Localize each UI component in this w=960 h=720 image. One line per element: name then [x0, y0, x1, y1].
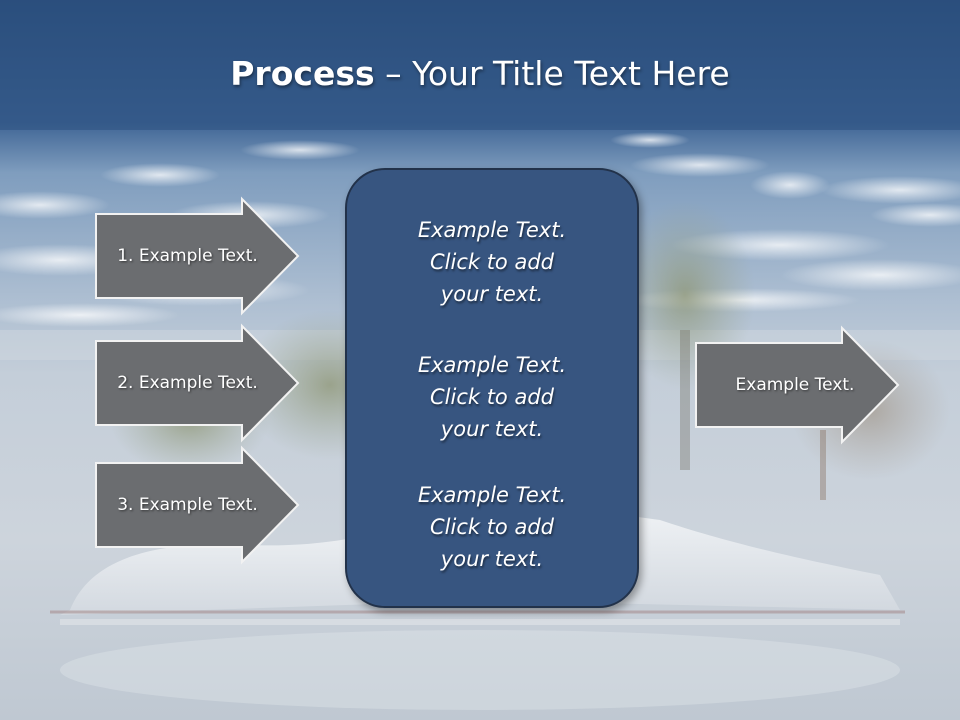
paragraph-line: Example Text. [417, 353, 567, 377]
process-arrow-2[interactable]: 2. Example Text. [95, 323, 300, 443]
arrow-label: 3. Example Text. [117, 495, 258, 515]
title-strong: Process [230, 54, 375, 93]
paragraph-line: Click to add [429, 250, 554, 274]
process-arrow-1[interactable]: 1. Example Text. [95, 196, 300, 316]
arrow-shape-icon [95, 196, 300, 316]
center-text-box[interactable]: Example Text. Click to add your text. Ex… [345, 168, 639, 608]
arrow-label: 2. Example Text. [117, 373, 258, 393]
center-paragraph-3: Example Text. Click to add your text. [347, 479, 637, 575]
arrow-shape-icon [95, 445, 300, 565]
paragraph-line: your text. [440, 417, 544, 441]
paragraph-line: your text. [440, 282, 544, 306]
center-paragraph-1: Example Text. Click to add your text. [347, 214, 637, 310]
paragraph-line: Example Text. [417, 218, 567, 242]
paragraph-line: Example Text. [417, 483, 567, 507]
arrow-label: Example Text. [735, 375, 855, 395]
arrow-shape-icon [695, 325, 900, 445]
center-paragraph-2: Example Text. Click to add your text. [347, 349, 637, 445]
paragraph-line: Click to add [429, 515, 554, 539]
paragraph-line: your text. [440, 547, 544, 571]
process-arrow-3[interactable]: 3. Example Text. [95, 445, 300, 565]
arrow-shape-icon [95, 323, 300, 443]
arrow-label: 1. Example Text. [117, 246, 258, 266]
paragraph-line: Click to add [429, 385, 554, 409]
output-arrow[interactable]: Example Text. [695, 325, 900, 445]
title-rest: – Your Title Text Here [374, 54, 730, 93]
slide-title[interactable]: Process – Your Title Text Here [0, 52, 960, 96]
